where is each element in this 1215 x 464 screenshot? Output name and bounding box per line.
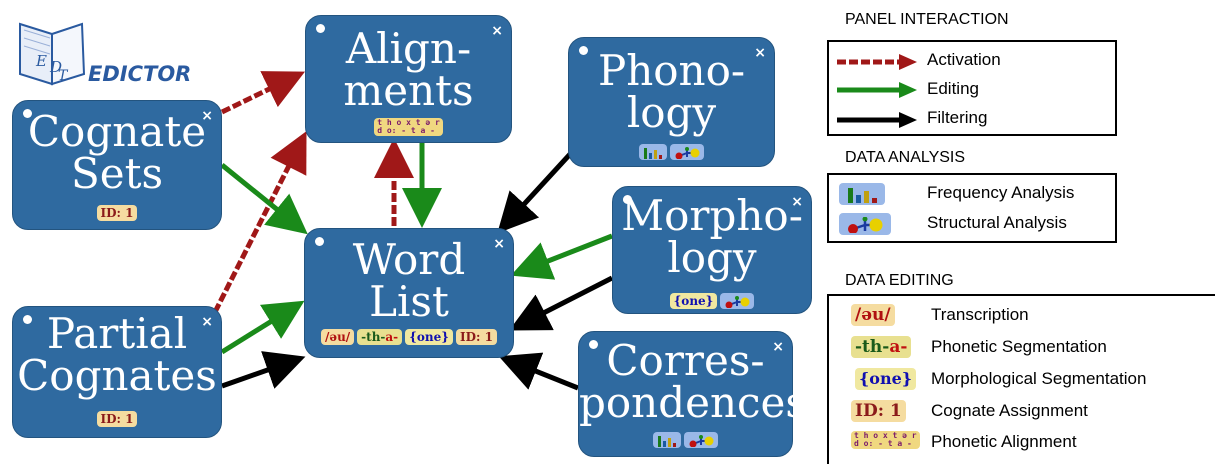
legend-heading-data-analysis: DATA ANALYSIS	[845, 149, 966, 166]
bar-chart-icon	[839, 183, 885, 205]
id-badge: ID: 1	[96, 205, 138, 221]
legend-label-structural-analysis: Structural Analysis	[927, 213, 1067, 232]
legend-label-editing: Editing	[927, 79, 979, 98]
activation-arrow-cognate-sets-to-alignments	[220, 71, 305, 115]
morphology-badge: {one}	[405, 329, 453, 345]
editing-arrow-morphology-to-word-list	[510, 233, 613, 280]
legend-label-morphological-segmentation: Morphological Segmentation	[931, 369, 1147, 388]
legend-label-transcription: Transcription	[931, 305, 1029, 324]
bar-chart-icon	[639, 144, 667, 160]
morphology-panel[interactable]: × Morpho- logy {one}	[612, 186, 812, 314]
panel-handle-dot[interactable]	[23, 315, 32, 324]
filtering-arrow-morphology-to-word-list	[509, 275, 614, 331]
panel-title: Word List	[352, 235, 466, 326]
edictor-logo: E D T	[14, 14, 94, 92]
editing-arrow-partial-cognates-to-word-list	[220, 300, 305, 355]
panel-title: Corres- pondences	[579, 336, 807, 427]
legend-label-filtering: Filtering	[927, 108, 988, 127]
transcription-badge: /əu/	[321, 329, 355, 345]
legend-label-phonetic-alignment: Phonetic Alignment	[931, 432, 1077, 451]
legend-panel-interaction: Activation Editing Filtering	[827, 40, 1117, 136]
legend-label-phonetic-segmentation: Phonetic Segmentation	[931, 337, 1107, 356]
id-badge: ID: 1	[851, 400, 906, 422]
legend-heading-data-editing: DATA EDITING	[845, 272, 954, 289]
book-icon: E D T	[19, 22, 86, 86]
legend-label-frequency-analysis: Frequency Analysis	[927, 183, 1075, 202]
panel-handle-dot[interactable]	[589, 340, 598, 349]
close-icon[interactable]: ×	[754, 45, 766, 61]
close-icon[interactable]: ×	[493, 236, 505, 252]
segmentation-badge: -th-a-	[851, 336, 912, 358]
close-icon[interactable]: ×	[201, 108, 213, 124]
legend-label-activation: Activation	[927, 50, 1001, 69]
bar-chart-icon	[653, 432, 681, 448]
svg-text:E: E	[35, 52, 47, 70]
graph-icon	[720, 293, 755, 309]
graph-icon	[839, 213, 891, 235]
close-icon[interactable]: ×	[201, 314, 213, 330]
panel-title: Partial Cognates	[17, 309, 217, 400]
transcription-badge: /əu/	[851, 304, 895, 326]
panel-handle-dot[interactable]	[23, 109, 32, 118]
close-icon[interactable]: ×	[772, 339, 784, 355]
segmentation-badge: -th-a-	[357, 329, 403, 345]
close-icon[interactable]: ×	[791, 194, 803, 210]
panel-handle-dot[interactable]	[316, 24, 325, 33]
morphology-badge: {one}	[855, 368, 917, 390]
filtering-arrow-correspondences-to-word-list	[498, 352, 579, 391]
id-badge: ID: 1	[455, 329, 497, 345]
legend-data-analysis: Frequency Analysis Structural Analysis	[827, 173, 1117, 243]
filtering-arrow-phonology-to-word-list	[497, 150, 574, 234]
panel-title: Align- ments	[343, 24, 474, 115]
panel-handle-dot[interactable]	[315, 237, 324, 246]
panel-handle-dot[interactable]	[579, 46, 588, 55]
panel-title: Morpho- logy	[621, 191, 803, 282]
correspondences-panel[interactable]: × Corres- pondences	[578, 331, 807, 457]
graph-icon	[670, 144, 704, 160]
svg-text:T: T	[58, 68, 69, 84]
legend-label-cognate-assignment: Cognate Assignment	[931, 401, 1088, 420]
cognate-sets-panel[interactable]: × Cognate Sets ID: 1	[12, 100, 222, 230]
panel-title: Cognate Sets	[27, 107, 207, 198]
partial-cognates-panel[interactable]: × Partial Cognates ID: 1	[12, 306, 222, 438]
svg-text:D: D	[49, 58, 62, 76]
editing-arrow-cognate-sets-to-word-list	[220, 163, 308, 235]
close-icon[interactable]: ×	[491, 23, 503, 39]
graph-icon	[684, 432, 718, 448]
legend-arrow-samples	[837, 54, 917, 128]
filtering-arrow-partial-cognates-to-word-list	[221, 351, 306, 389]
legend-heading-panel-interaction: PANEL INTERACTION	[845, 11, 1009, 28]
panel-handle-dot[interactable]	[623, 195, 632, 204]
edictor-wordmark: EDICTOR	[88, 62, 192, 86]
morphology-badge: {one}	[669, 293, 718, 309]
phonology-panel[interactable]: × Phono- logy	[568, 37, 775, 167]
word-list-panel[interactable]: × Word List /əu/ -th-a- {one} ID: 1	[304, 228, 514, 358]
activation-arrow-partial-cognates-to-alignments	[212, 131, 307, 314]
panel-title: Phono- logy	[597, 46, 746, 137]
id-badge: ID: 1	[96, 411, 138, 427]
